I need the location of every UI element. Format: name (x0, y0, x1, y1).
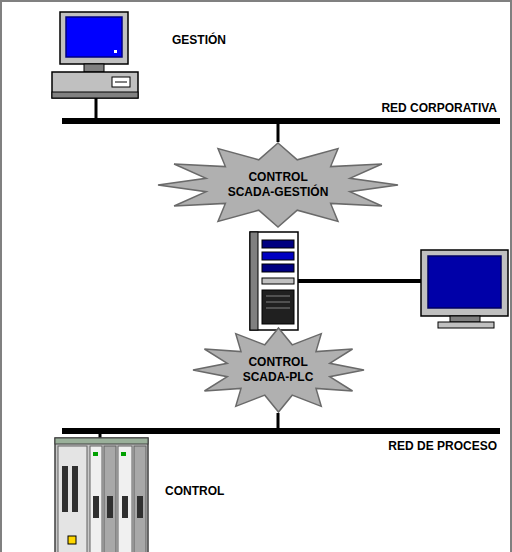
bus-line (62, 428, 500, 434)
device-label: GESTIÓN (172, 33, 226, 48)
monitor-icon (421, 250, 508, 328)
network-bus: RED DE PROCESO (62, 428, 500, 454)
server-icon (250, 232, 422, 330)
control-burst: CONTROL SCADA-GESTIÓN (157, 142, 399, 228)
node-text: RED DE PROCESO (62, 439, 500, 454)
word: RED (381, 101, 406, 115)
node-text: CONTROL SCADA-PLC (243, 355, 314, 385)
word: CONTROL (165, 484, 224, 498)
network-bus: RED CORPORATIVA (62, 101, 500, 124)
word: GESTIÓN (172, 33, 226, 47)
word: CONTROL (248, 170, 307, 184)
word: CONTROL (248, 355, 307, 369)
control-burst: CONTROL SCADA-PLC (192, 327, 365, 413)
word: SCADA-PLC (243, 370, 314, 384)
word: PROCESO (437, 439, 497, 453)
word: SCADA-GESTIÓN (228, 185, 329, 199)
network-link (277, 124, 280, 142)
word: RED (388, 439, 413, 453)
network-link (277, 413, 280, 428)
burst-shape (158, 143, 398, 227)
word: DE (417, 439, 434, 453)
node-text: CONTROL SCADA-GESTIÓN (228, 170, 329, 200)
plc-rack-icon (55, 430, 148, 552)
burst-shape (193, 328, 364, 412)
word: CORPORATIVA (410, 101, 497, 115)
workstation-icon (52, 12, 138, 119)
node-text: RED CORPORATIVA (62, 101, 500, 116)
bus-line (62, 118, 500, 124)
device-label: CONTROL (165, 484, 224, 499)
